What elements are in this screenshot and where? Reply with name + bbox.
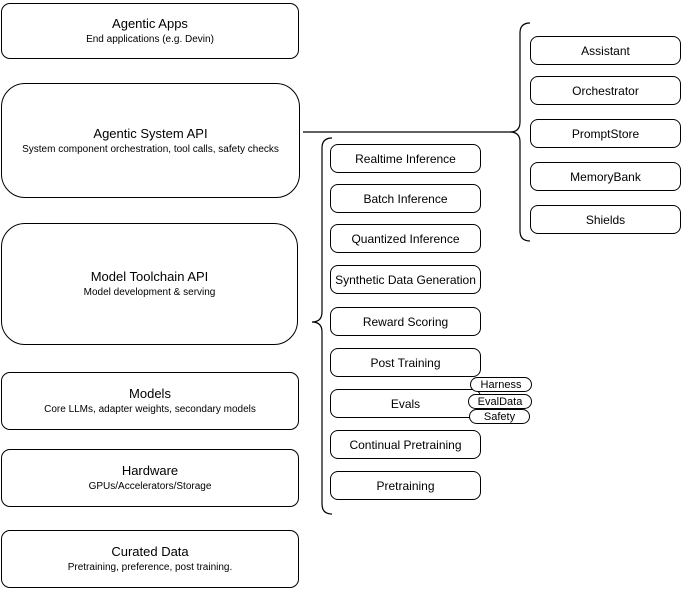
node-models: Models Core LLMs, adapter weights, secon… [1, 372, 299, 430]
node-title: Curated Data [111, 544, 189, 559]
node-title: Models [129, 386, 171, 401]
node-orchestrator: Orchestrator [530, 76, 681, 105]
node-continual-pretraining: Continual Pretraining [330, 430, 481, 459]
node-subtitle: End applications (e.g. Devin) [86, 34, 214, 45]
node-assistant: Assistant [530, 36, 681, 65]
node-title: Model Toolchain API [90, 269, 209, 284]
tag-safety: Safety [469, 409, 530, 424]
node-agentic-apps: Agentic Apps End applications (e.g. Devi… [1, 3, 299, 59]
node-realtime-inference: Realtime Inference [330, 144, 481, 173]
brace-system-components [509, 22, 531, 242]
node-synthetic-data-generation: Synthetic Data Generation [330, 265, 481, 294]
node-hardware: Hardware GPUs/Accelerators/Storage [1, 449, 299, 507]
node-title: Agentic Apps [112, 16, 188, 31]
node-subtitle: System component orchestration, tool cal… [22, 143, 279, 155]
node-quantized-inference: Quantized Inference [330, 224, 481, 253]
node-subtitle: GPUs/Accelerators/Storage [88, 481, 212, 492]
node-memorybank: MemoryBank [530, 162, 681, 191]
node-agentic-system-api: Agentic System API System component orch… [1, 83, 300, 198]
node-evals: Evals [330, 389, 481, 418]
node-subtitle: Pretraining, preference, post training. [67, 562, 233, 573]
node-reward-scoring: Reward Scoring [330, 307, 481, 336]
node-batch-inference: Batch Inference [330, 184, 481, 213]
tag-harness: Harness [470, 377, 532, 392]
node-subtitle: Model development & serving [83, 287, 216, 298]
node-title: Agentic System API [93, 125, 208, 141]
node-curated-data: Curated Data Pretraining, preference, po… [1, 530, 299, 588]
node-subtitle: Core LLMs, adapter weights, secondary mo… [44, 404, 256, 415]
node-shields: Shields [530, 205, 681, 234]
node-promptstore: PromptStore [530, 119, 681, 148]
node-title: Hardware [121, 463, 179, 478]
brace-toolchain-components [311, 137, 333, 515]
node-model-toolchain-api: Model Toolchain API Model development & … [1, 223, 298, 345]
node-pretraining: Pretraining [330, 471, 481, 500]
node-post-training: Post Training [330, 348, 481, 377]
tag-evaldata: EvalData [468, 394, 532, 409]
